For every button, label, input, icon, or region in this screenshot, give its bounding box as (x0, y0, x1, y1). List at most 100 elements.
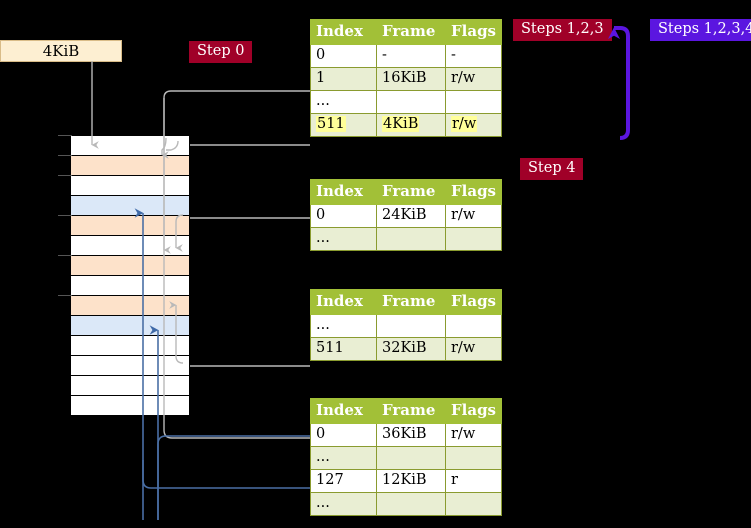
memory-frame-row (70, 195, 190, 216)
memory-frame-label-box: 4KiB (0, 40, 122, 62)
badge-step4: Step 4 (520, 158, 584, 180)
table-row: ... (310, 446, 502, 470)
highlight-span: 511 (316, 116, 346, 132)
column-header-frame: Frame (376, 179, 446, 205)
badge-steps1234: Steps 1,2,3,4 (650, 19, 751, 41)
table-row: ... (310, 227, 502, 251)
cell-frame: 16KiB (376, 67, 446, 91)
cell-flags: r/w (445, 423, 502, 447)
memory-frame-row (70, 135, 190, 156)
cell-frame (376, 446, 446, 470)
memory-frame-row (70, 395, 190, 416)
cell-index: ... (310, 90, 377, 114)
table-header-row: Index Frame Flags (310, 398, 502, 424)
cell-flags: r (445, 469, 502, 493)
memory-tick (58, 135, 72, 136)
cell-flags (445, 492, 502, 516)
memory-tick (58, 175, 72, 176)
cell-flags (445, 90, 502, 114)
cell-index: 511 (310, 337, 377, 361)
memory-frame-row (70, 355, 190, 376)
column-header-frame: Frame (376, 19, 446, 45)
memory-frame-row (70, 175, 190, 196)
cell-frame (376, 227, 446, 251)
cell-frame: 4KiB (376, 113, 446, 137)
highlight-span: r/w (451, 116, 478, 132)
cell-index: 0 (310, 423, 377, 447)
memory-frame-row (70, 215, 190, 236)
table-header-row: Index Frame Flags (310, 289, 502, 315)
cell-index: 127 (310, 469, 377, 493)
cell-index: 0 (310, 204, 377, 228)
cell-index: 0 (310, 44, 377, 68)
column-header-index: Index (310, 179, 377, 205)
cell-flags: r/w (445, 204, 502, 228)
memory-frame-row (70, 335, 190, 356)
memory-tick (58, 255, 72, 256)
table-row: 511 4KiB r/w (310, 113, 502, 137)
cell-frame (376, 90, 446, 114)
cell-frame (376, 492, 446, 516)
table-row: ... (310, 314, 502, 338)
table-header-row: Index Frame Flags (310, 19, 502, 45)
column-header-flags: Flags (445, 289, 502, 315)
cell-index: ... (310, 446, 377, 470)
badge-step0: Step 0 (189, 41, 253, 63)
cell-index: 1 (310, 67, 377, 91)
cell-frame: 32KiB (376, 337, 446, 361)
cell-frame: 24KiB (376, 204, 446, 228)
memory-frame-row (70, 235, 190, 256)
table-header-row: Index Frame Flags (310, 179, 502, 205)
memory-frame-row (70, 275, 190, 296)
cell-flags (445, 446, 502, 470)
column-header-flags: Flags (445, 179, 502, 205)
column-header-index: Index (310, 19, 377, 45)
cell-flags: r/w (445, 67, 502, 91)
memory-tick (58, 155, 72, 156)
table-row: ... (310, 90, 502, 114)
cell-flags (445, 314, 502, 338)
cell-flags (445, 227, 502, 251)
memory-tick (58, 215, 72, 216)
cell-frame: - (376, 44, 446, 68)
cell-flags: - (445, 44, 502, 68)
memory-frame-row (70, 375, 190, 396)
column-header-flags: Flags (445, 19, 502, 45)
table-row: ... (310, 492, 502, 516)
column-header-frame: Frame (376, 398, 446, 424)
memory-frame-row (70, 155, 190, 176)
column-header-flags: Flags (445, 398, 502, 424)
cell-index: ... (310, 314, 377, 338)
column-header-frame: Frame (376, 289, 446, 315)
physical-memory-column (70, 135, 190, 416)
column-header-index: Index (310, 289, 377, 315)
cell-flags: r/w (445, 113, 502, 137)
badge-steps123: Steps 1,2,3 (513, 19, 612, 41)
memory-frame-row (70, 295, 190, 316)
cell-frame: 12KiB (376, 469, 446, 493)
cell-flags: r/w (445, 337, 502, 361)
cell-index: ... (310, 227, 377, 251)
column-header-index: Index (310, 398, 377, 424)
memory-frame-row (70, 255, 190, 276)
highlight-span: 4KiB (382, 116, 420, 132)
table-row: 0-- (310, 44, 502, 68)
cell-frame (376, 314, 446, 338)
memory-frame-label: 4KiB (42, 42, 80, 60)
cell-frame: 36KiB (376, 423, 446, 447)
cell-index: ... (310, 492, 377, 516)
memory-frame-row (70, 315, 190, 336)
